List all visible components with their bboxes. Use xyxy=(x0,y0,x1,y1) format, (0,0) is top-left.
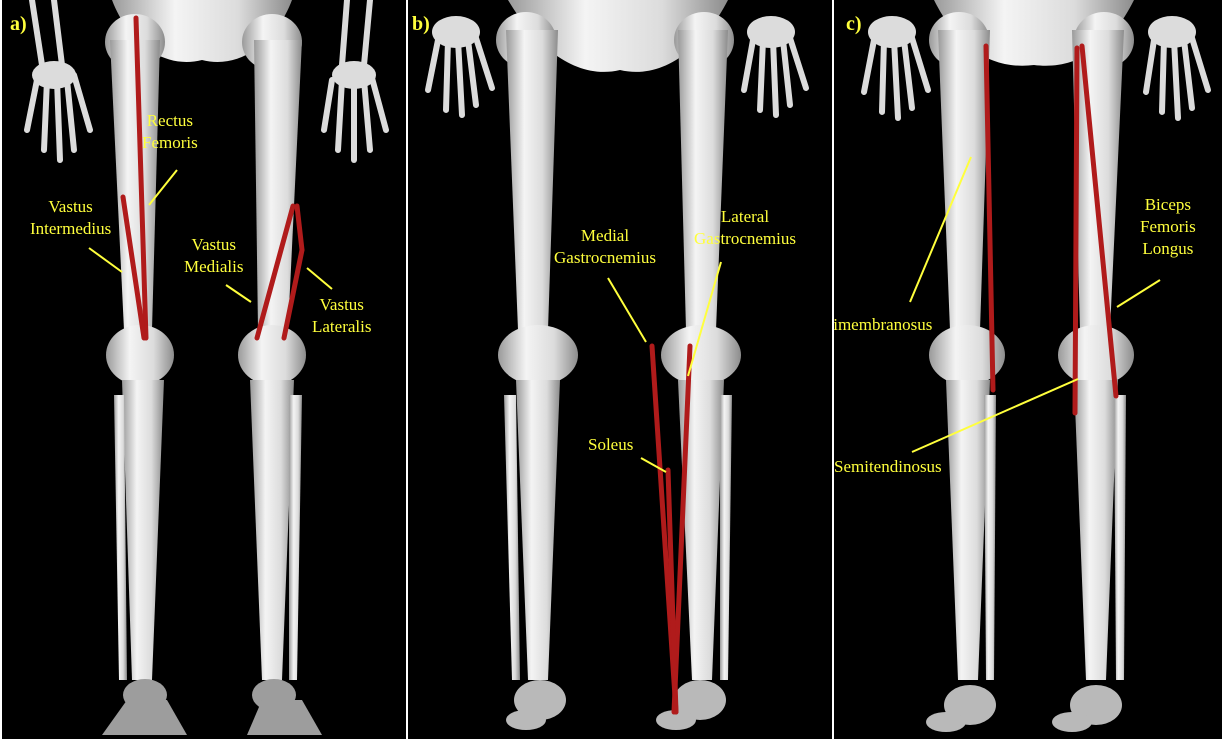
medial-gastrocnemius-label-line2: Gastrocnemius xyxy=(554,247,656,269)
right-fibula xyxy=(1114,395,1126,680)
semimembranosus-label-line1: Semimembranosus xyxy=(834,314,932,336)
soleus-label: Soleus xyxy=(588,434,633,456)
right-fibula xyxy=(720,395,732,680)
right-femur xyxy=(678,30,728,330)
biceps-femoris-longus-label-line3: Longus xyxy=(1140,238,1196,260)
vastus-lateralis-label: Vastus Lateralis xyxy=(312,294,371,338)
left-tibia xyxy=(122,380,164,680)
left-tibia xyxy=(946,380,990,680)
right-wrist xyxy=(747,16,795,48)
skeleton-a xyxy=(2,0,406,739)
right-knee xyxy=(1058,325,1134,385)
medial-gastrocnemius-label-line1: Medial xyxy=(554,225,656,247)
panel-c-label: c) xyxy=(846,14,862,34)
right-tibia xyxy=(250,380,294,680)
lateral-gastrocnemius-label-line2: Gastrocnemius xyxy=(694,228,796,250)
semimembranosus-label: Semimembranosus xyxy=(834,314,932,336)
left-knee xyxy=(106,325,174,385)
right-wrist xyxy=(1148,16,1196,48)
vastus-lateralis-label-line2: Lateralis xyxy=(312,316,371,338)
biceps-femoris-longus-label: Biceps Femoris Longus xyxy=(1140,194,1196,260)
panel-c: c) Semimembranosus Biceps Femoris Longus… xyxy=(834,0,1222,739)
panel-a-label: a) xyxy=(10,14,27,34)
vastus-intermedius-leader xyxy=(89,248,122,272)
left-fibula xyxy=(504,395,520,680)
panel-b: b) Medial Gastrocnemius Lateral Gastrocn… xyxy=(408,0,832,739)
left-wrist xyxy=(868,16,916,48)
right-foot xyxy=(1052,685,1122,732)
vastus-lateralis-line xyxy=(297,206,302,250)
rectus-femoris-label-line1: Rectus xyxy=(142,110,198,132)
semitendinosus-line xyxy=(1075,48,1077,413)
left-wrist xyxy=(32,61,76,89)
vastus-medialis-leader xyxy=(226,285,251,302)
left-fibula xyxy=(984,395,996,680)
lateral-gastrocnemius-label: Lateral Gastrocnemius xyxy=(694,206,796,250)
right-knee xyxy=(238,325,306,385)
right-fibula xyxy=(289,395,302,680)
skeleton-c xyxy=(834,0,1222,739)
medial-gastrocnemius-label: Medial Gastrocnemius xyxy=(554,225,656,269)
skeleton-b xyxy=(408,0,832,739)
vastus-lateralis-leader xyxy=(307,268,332,289)
right-tibia xyxy=(1074,380,1118,680)
right-hand xyxy=(744,38,806,115)
left-femur xyxy=(938,30,990,330)
soleus-label-line1: Soleus xyxy=(588,434,633,456)
right-wrist xyxy=(332,61,376,89)
vastus-intermedius-label-line1: Vastus xyxy=(30,196,111,218)
vastus-lateralis-label-line1: Vastus xyxy=(312,294,371,316)
biceps-femoris-longus-label-line2: Femoris xyxy=(1140,216,1196,238)
left-femur xyxy=(506,30,558,330)
left-foot xyxy=(506,680,566,730)
biceps-femoris-longus-label-line1: Biceps xyxy=(1140,194,1196,216)
biceps-femoris-longus-leader xyxy=(1117,280,1160,307)
semitendinosus-label: Semitendinosus xyxy=(834,456,942,478)
left-foot xyxy=(926,685,996,732)
right-hand xyxy=(1146,38,1208,118)
right-femur xyxy=(1072,30,1124,330)
left-hand xyxy=(864,38,928,118)
left-tibia xyxy=(516,380,560,680)
vastus-intermedius-label: Vastus Intermedius xyxy=(30,196,111,240)
semitendinosus-label-line1: Semitendinosus xyxy=(834,456,942,478)
left-hand xyxy=(428,38,492,115)
lateral-gastrocnemius-label-line1: Lateral xyxy=(694,206,796,228)
left-foot xyxy=(102,679,187,735)
left-knee xyxy=(498,325,578,385)
rectus-femoris-label: Rectus Femoris xyxy=(142,110,198,154)
right-foot xyxy=(656,680,726,730)
rectus-femoris-label-line2: Femoris xyxy=(142,132,198,154)
right-foot xyxy=(247,679,322,735)
vastus-medialis-label-line2: Medialis xyxy=(184,256,244,278)
vastus-medialis-label-line1: Vastus xyxy=(184,234,244,256)
medial-gastrocnemius-leader xyxy=(608,278,646,342)
left-wrist xyxy=(432,16,480,48)
panel-b-label: b) xyxy=(412,14,430,34)
panel-a: a) Rectus Femoris Vastus Intermedius Vas… xyxy=(2,0,406,739)
vastus-intermedius-label-line2: Intermedius xyxy=(30,218,111,240)
vastus-medialis-label: Vastus Medialis xyxy=(184,234,244,278)
